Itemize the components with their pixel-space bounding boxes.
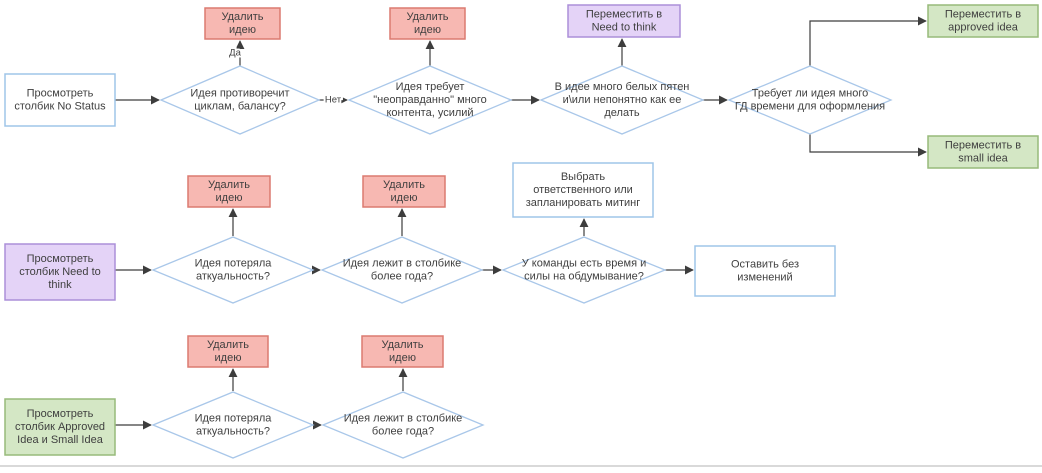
rect-shape[interactable] bbox=[694, 245, 836, 297]
rect-shape[interactable] bbox=[361, 335, 444, 368]
edge-label-e-d1-delete: Да bbox=[229, 48, 241, 59]
diamond-shape[interactable] bbox=[159, 65, 321, 135]
rect-shape[interactable] bbox=[389, 7, 466, 40]
edge-e-d4-approved bbox=[809, 16, 927, 66]
diamond-shape[interactable] bbox=[321, 391, 485, 459]
rect-shape[interactable] bbox=[567, 4, 681, 38]
rect-shape[interactable] bbox=[927, 135, 1039, 169]
rect-shape[interactable] bbox=[4, 73, 116, 127]
rect-shape[interactable] bbox=[362, 175, 446, 208]
diamond-shape[interactable] bbox=[151, 236, 315, 304]
rect-shape[interactable] bbox=[512, 162, 654, 218]
diamond-shape[interactable] bbox=[347, 65, 513, 135]
edge-e-d4-small bbox=[809, 134, 927, 157]
diamond-shape[interactable] bbox=[501, 236, 667, 304]
edge-label-e-d1-d2: Нет bbox=[325, 95, 342, 106]
rect-shape[interactable] bbox=[187, 175, 271, 208]
rect-shape[interactable] bbox=[927, 4, 1039, 38]
diamond-shape[interactable] bbox=[320, 236, 484, 304]
diamond-shape[interactable] bbox=[539, 65, 705, 135]
diamond-shape[interactable] bbox=[151, 391, 315, 459]
rect-shape[interactable] bbox=[204, 7, 281, 40]
rect-shape[interactable] bbox=[187, 335, 269, 368]
rect-shape[interactable] bbox=[4, 243, 116, 301]
diamond-shape[interactable] bbox=[727, 65, 893, 135]
rect-shape[interactable] bbox=[4, 398, 116, 456]
